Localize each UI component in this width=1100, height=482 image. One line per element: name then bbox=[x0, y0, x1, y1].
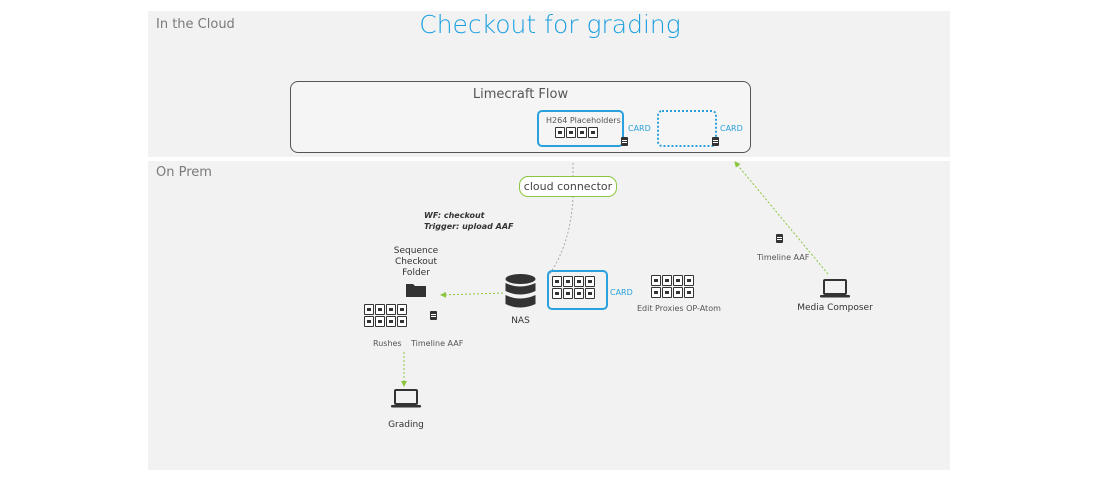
clip-icon bbox=[566, 127, 576, 138]
page-title: Checkout for grading bbox=[419, 10, 681, 39]
clip-icon bbox=[364, 316, 374, 327]
folder-icon[interactable] bbox=[406, 282, 426, 297]
nas-card[interactable] bbox=[547, 270, 608, 310]
card-label-2: CARD bbox=[720, 124, 743, 133]
document-icon bbox=[621, 137, 628, 146]
clip-icon bbox=[673, 287, 683, 298]
rushes-label: Rushes bbox=[373, 339, 402, 348]
card-label-1: CARD bbox=[628, 124, 651, 133]
nas-label: NAS bbox=[511, 316, 530, 326]
clip-icon bbox=[574, 288, 584, 299]
clip-icon bbox=[386, 304, 396, 315]
placeholders-card[interactable] bbox=[537, 110, 624, 147]
clip-icon bbox=[673, 275, 683, 286]
clip-icon bbox=[574, 276, 584, 287]
clip-icon bbox=[588, 127, 598, 138]
clip-icon bbox=[684, 287, 694, 298]
document-icon bbox=[776, 234, 783, 243]
clip-icon bbox=[555, 127, 565, 138]
media-composer-aaf-label: Timeline AAF bbox=[757, 253, 810, 262]
media-composer-label: Media Composer bbox=[797, 303, 873, 313]
clip-icon bbox=[552, 288, 562, 299]
rushes-timeline-aaf-label: Timeline AAF bbox=[411, 339, 464, 348]
nas-card-label: CARD bbox=[610, 288, 633, 297]
clip-icon bbox=[684, 275, 694, 286]
media-composer-to-cloud-arrow bbox=[734, 161, 829, 275]
onprem-zone bbox=[148, 161, 950, 470]
folder-label: Sequence Checkout Folder bbox=[393, 246, 439, 278]
nas-clips bbox=[552, 276, 595, 299]
clip-icon bbox=[397, 316, 407, 327]
clip-icon bbox=[375, 304, 385, 315]
workflow-name: WF: checkout bbox=[424, 211, 485, 220]
nas-to-folder-arrow bbox=[440, 291, 504, 298]
cloud-zone-label: In the Cloud bbox=[156, 17, 235, 32]
clip-icon bbox=[651, 275, 661, 286]
document-icon bbox=[430, 311, 437, 320]
clip-icon bbox=[386, 316, 396, 327]
clip-icon bbox=[552, 276, 562, 287]
limecraft-flow-box: Limecraft Flow bbox=[290, 81, 751, 153]
placeholder-clips bbox=[555, 127, 598, 138]
clip-icon bbox=[585, 276, 595, 287]
limecraft-flow-title: Limecraft Flow bbox=[472, 87, 569, 102]
grading-label: Grading bbox=[388, 420, 424, 430]
database-icon[interactable] bbox=[505, 274, 536, 310]
cloud-connector[interactable]: cloud connector bbox=[519, 176, 617, 197]
connector-to-nas-line bbox=[546, 195, 574, 279]
clip-icon bbox=[585, 288, 595, 299]
clip-icon bbox=[563, 288, 573, 299]
proxy-clips bbox=[651, 275, 694, 298]
clip-icon bbox=[662, 275, 672, 286]
document-icon bbox=[712, 137, 719, 146]
laptop-icon[interactable] bbox=[391, 389, 421, 408]
empty-card[interactable] bbox=[657, 110, 717, 147]
laptop-icon[interactable] bbox=[820, 279, 850, 298]
clip-icon bbox=[577, 127, 587, 138]
clip-icon bbox=[563, 276, 573, 287]
clip-icon bbox=[662, 287, 672, 298]
onprem-zone-label: On Prem bbox=[156, 165, 212, 180]
clip-icon bbox=[397, 304, 407, 315]
clip-icon bbox=[364, 304, 374, 315]
clip-icon bbox=[375, 316, 385, 327]
placeholders-label: H264 Placeholders bbox=[546, 116, 621, 125]
clip-icon bbox=[651, 287, 661, 298]
proxies-label: Edit Proxies OP-Atom bbox=[637, 304, 721, 313]
workflow-label: WF: checkout Trigger: upload AAF bbox=[424, 210, 514, 232]
rushes-clips bbox=[364, 304, 407, 327]
workflow-trigger: Trigger: upload AAF bbox=[424, 222, 514, 231]
